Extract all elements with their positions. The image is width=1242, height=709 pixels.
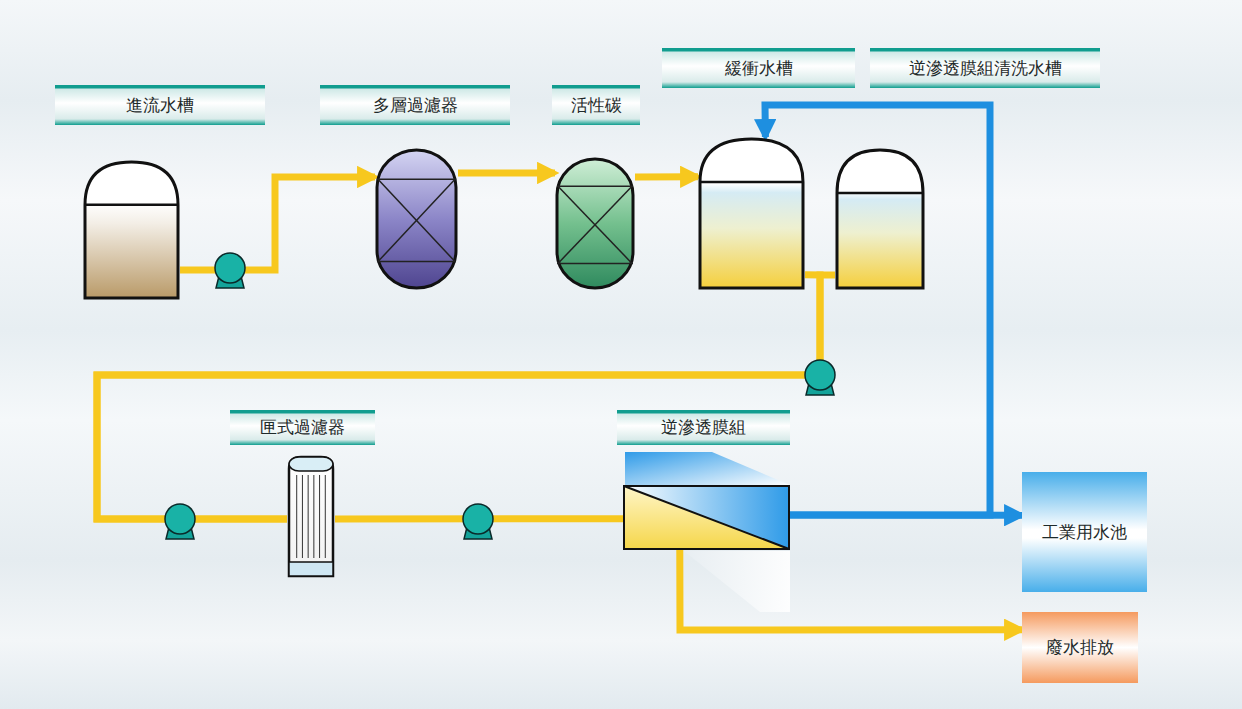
multimedia-filter: 多層過濾器: [375, 148, 458, 290]
shape-outline: [83, 160, 180, 300]
node-label: 進流水槽: [126, 94, 194, 117]
tank-rim: [85, 204, 178, 207]
tank-body: [700, 139, 803, 288]
water-pool: 工業用水池: [1022, 472, 1147, 592]
flow-pipe: [97, 275, 820, 519]
membrane-permeate: [624, 486, 789, 549]
label-banner: 活性碳: [552, 85, 640, 125]
node-label: 多層過濾器: [373, 94, 458, 117]
shape-outline: [287, 455, 335, 578]
node-label: 緩衝水槽: [725, 57, 793, 80]
node-label: 匣式過濾器: [260, 416, 345, 439]
carbon-filter: 活性碳: [555, 157, 635, 290]
label-banner: 匣式過濾器: [230, 410, 375, 445]
flow-pipe: [97, 275, 835, 519]
node-label: 活性碳: [571, 94, 622, 117]
cleaning-tank: 逆滲透膜組清洗水槽: [835, 148, 925, 290]
shape-outline: [698, 137, 805, 290]
label-banner: 緩衝水槽: [662, 48, 855, 88]
pump-symbol: [805, 360, 835, 395]
buffer-tank: 緩衝水槽: [698, 137, 805, 290]
flow-pipe: [180, 177, 375, 270]
flow-pipe: [680, 550, 1022, 630]
label-banner: 逆滲透膜組清洗水槽: [870, 48, 1100, 88]
pump-symbol: [463, 504, 493, 539]
membrane-line: [624, 486, 789, 549]
label-banner: 進流水槽: [55, 85, 265, 125]
node-label: 廢水排放: [1046, 636, 1114, 659]
pump-symbol: [165, 504, 195, 539]
flow-pipe: [458, 169, 555, 176]
shape-outline: [835, 148, 925, 290]
shape-outline: [555, 157, 635, 290]
cartridge-base: [289, 562, 333, 576]
flow-pipe: [635, 173, 698, 180]
discharge-box: 廢水排放: [1022, 612, 1138, 683]
membrane-shadow: [684, 551, 790, 612]
membrane-housing: [624, 486, 789, 549]
cartridge-pleats: [297, 475, 326, 558]
shape-outline: [375, 148, 458, 290]
membrane-top-face: [625, 452, 790, 485]
node-label: 工業用水池: [1042, 521, 1127, 544]
intake-tank: 進流水槽: [83, 160, 180, 300]
membrane-concentrate: [624, 486, 789, 549]
cartridge-housing: [289, 457, 333, 576]
cartridge-filter: 匣式過濾器: [287, 455, 335, 578]
filter-bed: [557, 186, 633, 263]
node-label: 逆滲透膜組: [661, 416, 746, 439]
pump-symbol: [215, 253, 245, 288]
tank-body: [837, 150, 923, 288]
ro-module: 逆滲透膜組: [623, 485, 790, 550]
label-banner: 多層過濾器: [320, 85, 510, 125]
filter-bed: [377, 179, 456, 261]
tank-body: [85, 162, 178, 298]
tank-rim: [837, 192, 923, 195]
shape-outline: [623, 485, 790, 550]
cartridge-cap: [289, 457, 333, 471]
label-banner: 逆滲透膜組: [617, 410, 790, 445]
box-label-area: 廢水排放: [1022, 612, 1138, 683]
node-label: 逆滲透膜組清洗水槽: [909, 57, 1062, 80]
filter-vessel: [377, 150, 456, 288]
tank-rim: [700, 181, 803, 184]
box-label-area: 工業用水池: [1022, 472, 1147, 592]
filter-vessel: [557, 159, 633, 288]
